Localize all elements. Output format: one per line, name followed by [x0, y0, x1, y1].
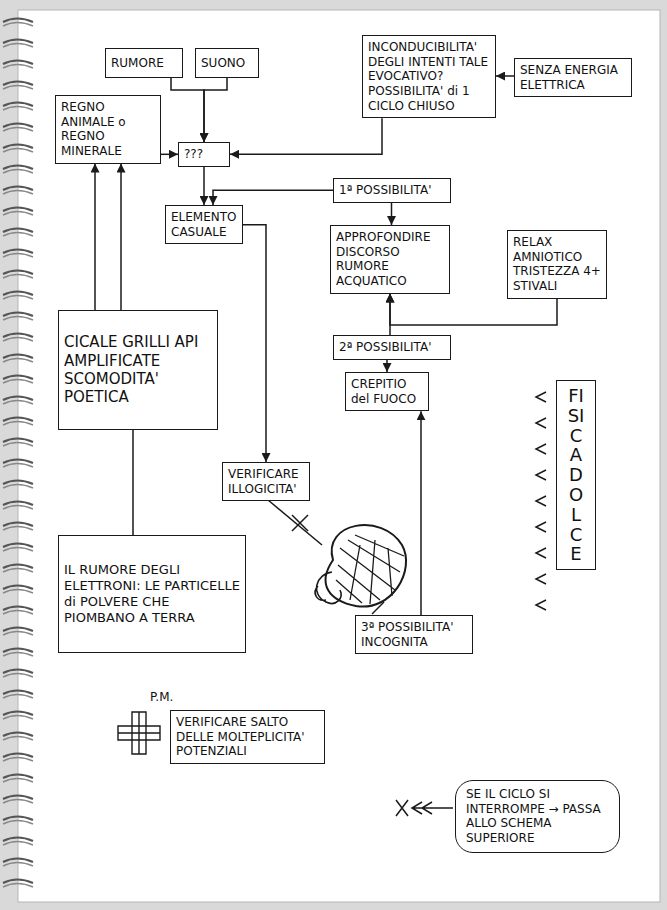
node-text: ??? — [184, 147, 224, 162]
node-text: SUONO — [201, 56, 253, 71]
node-text: REGNO ANIMALE o REGNO MINERALE — [61, 100, 155, 159]
node-text: APPROFONDIRE DISCORSO RUMORE ACQUATICO — [336, 230, 444, 289]
concept-box: RUMORE — [105, 48, 183, 78]
node-text: CREPITIO del FUOCO — [351, 377, 423, 406]
spiral-binding — [0, 14, 40, 896]
return-arrow — [412, 802, 453, 814]
vertical-band: FISICA DOLCE — [556, 380, 596, 570]
connector-arrow — [203, 167, 205, 205]
connector-arrow — [386, 360, 388, 372]
process-box: VERIFICARE ILLOGICITA' — [222, 462, 310, 501]
shell-scribble — [326, 525, 406, 607]
connector-arrow — [230, 118, 382, 154]
node-text: RELAX AMNIOTICO TRISTEZZA 4+ STIVALI — [513, 235, 601, 294]
connector-arrow — [204, 78, 227, 142]
connector-arrow — [496, 75, 514, 77]
node-text: SENZA ENERGIA ELETTRICA — [520, 63, 626, 92]
node-text: ELEMENTO CASUALE — [171, 210, 237, 239]
concept-box: REGNO ANIMALE o REGNO MINERALE — [55, 95, 161, 164]
concept-box: SUONO — [195, 48, 259, 78]
connector-arrow — [120, 164, 122, 311]
connector-line — [132, 430, 134, 535]
process-box: VERIFICARE SALTO DELLE MOLTEPLICITA' POT… — [170, 710, 325, 764]
rule-box: SE IL CICLO SI INTERROMPE → PASSA ALLO S… — [455, 780, 620, 853]
scribble-hatching — [336, 535, 404, 604]
leader-line — [372, 602, 384, 614]
node-text: 3ª POSSIBILITA' INCOGNITA — [361, 620, 467, 649]
node-text: FISICA DOLCE — [567, 386, 585, 564]
leader-line — [268, 500, 322, 545]
connector-arrow — [161, 154, 178, 156]
x-mark — [292, 515, 308, 531]
connector-arrow — [420, 411, 422, 615]
node-text: VERIFICARE SALTO DELLE MOLTEPLICITA' POT… — [176, 715, 319, 759]
connector-arrow — [213, 190, 333, 205]
connector-arrow — [94, 164, 96, 311]
connector-arrow — [389, 294, 391, 336]
note-box: RELAX AMNIOTICO TRISTEZZA 4+ STIVALI — [507, 230, 607, 299]
chevron-marks — [536, 392, 546, 610]
question-box: INCONDUCIBILITA' DEGLI INTENTI TALE EVOC… — [362, 35, 496, 118]
x-mark — [396, 800, 408, 816]
option-box: 2ª POSSIBILITA' — [333, 335, 451, 360]
connector-arrow — [243, 225, 266, 462]
option-box: 1ª POSSIBILITA' — [333, 178, 451, 203]
node-text: 2ª POSSIBILITA' — [339, 340, 445, 355]
condition-box: SENZA ENERGIA ELETTRICA — [514, 58, 632, 97]
concept-box: ELEMENTO CASUALE — [165, 205, 243, 244]
concept-box: CICALE GRILLI API AMPLIFICATE SCOMODITA'… — [58, 310, 218, 430]
cross-sketch — [118, 712, 160, 754]
scribble-loops — [315, 572, 341, 603]
initials-label: P.M. — [150, 690, 173, 704]
node-text: 1ª POSSIBILITA' — [339, 183, 445, 198]
node-text: CICALE GRILLI API AMPLIFICATE SCOMODITA'… — [64, 333, 212, 406]
node-text: VERIFICARE ILLOGICITA' — [228, 467, 304, 496]
process-box: APPROFONDIRE DISCORSO RUMORE ACQUATICO — [330, 225, 450, 294]
note-box: IL RUMORE DEGLI ELETTRONI: LE PARTICELLE… — [58, 535, 246, 653]
unknown-box: ??? — [178, 142, 230, 167]
option-box: 3ª POSSIBILITA' INCOGNITA — [355, 615, 473, 654]
process-box: CREPITIO del FUOCO — [345, 372, 429, 411]
node-text: SE IL CICLO SI INTERROMPE → PASSA ALLO S… — [466, 787, 609, 846]
node-text: RUMORE — [111, 56, 177, 71]
connector-arrow — [391, 203, 393, 225]
node-text: INCONDUCIBILITA' DEGLI INTENTI TALE EVOC… — [368, 40, 490, 113]
notebook-sheet — [18, 10, 660, 902]
node-text: IL RUMORE DEGLI ELETTRONI: LE PARTICELLE… — [64, 562, 240, 625]
connector-arrow — [171, 78, 204, 142]
